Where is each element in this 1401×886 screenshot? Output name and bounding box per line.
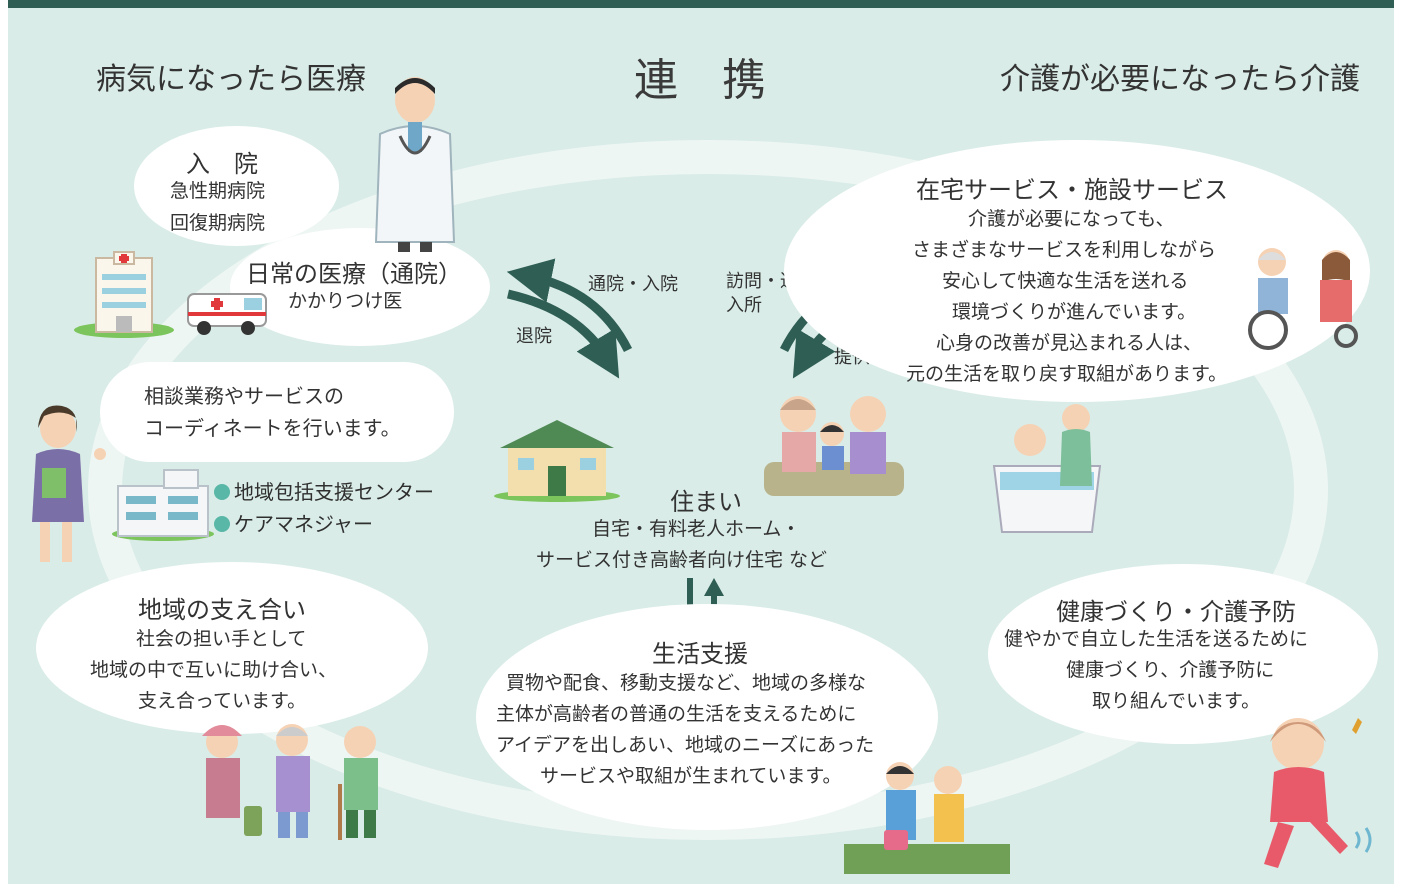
clinic-subtitle: かかりつけ医 — [288, 290, 403, 312]
elderly-neighbors-illustration — [202, 724, 378, 840]
teal-dot-icon — [214, 516, 230, 532]
clinic-title: 日常の医療（通院） — [246, 260, 462, 288]
care-line-1: 介護が必要になっても、 — [968, 208, 1175, 230]
care-line-6: 元の生活を取り戻す取組があります。 — [906, 363, 1228, 385]
hospital-line-2: 回復期病院 — [170, 212, 266, 234]
wheelchair-couple-illustration — [1248, 248, 1358, 350]
home-line-1: 自宅・有料老人ホーム・ — [592, 518, 801, 540]
teal-dot-icon — [214, 484, 230, 500]
life-line-1: 買物や配食、移動支援など、地域の多様な — [506, 672, 867, 694]
support-center-item: 地域包括支援センター — [214, 476, 434, 505]
discharge-label: 退院 — [516, 326, 552, 347]
care-line-2: さまざまなサービスを利用しながら — [912, 239, 1217, 261]
exercising-woman-illustration — [1264, 718, 1372, 868]
hospital-building-icon — [74, 251, 174, 338]
care-line-3: 安心して快適な生活を送れる — [942, 270, 1189, 292]
to-hospital-label: 通院・入院 — [588, 274, 678, 295]
life-support-bubble — [476, 604, 938, 830]
care-line-4: 環境づくりが進んでいます。 — [952, 301, 1197, 323]
house-icon — [494, 420, 620, 502]
doctor-illustration — [374, 77, 456, 252]
life-line-4: サービスや取組が生まれています。 — [540, 765, 842, 787]
discharge-arrow — [506, 289, 620, 379]
health-line-3: 取り組んでいます。 — [1092, 690, 1261, 712]
consult-line-2: コーディネートを行います。 — [144, 416, 401, 440]
home-line-2: サービス付き高齢者向け住宅 など — [536, 549, 828, 571]
hospital-arrow — [506, 258, 633, 353]
support-center-building-icon — [112, 469, 214, 541]
community-line-3: 支え合っています。 — [138, 690, 307, 712]
health-line-1: 健やかで自立した生活を送るために — [1004, 628, 1309, 650]
community-bubble — [36, 562, 428, 734]
community-line-2: 地域の中で互いに助け合い、 — [90, 659, 338, 681]
health-bubble — [988, 564, 1378, 744]
ambulance-icon — [187, 293, 267, 335]
home-title: 住まい — [670, 488, 742, 516]
care-heading: 介護が必要になったら介護 — [1000, 62, 1360, 97]
diagram-canvas: 病気になったら医療 連 携 介護が必要になったら介護 入 院 急性期病院 回復期… — [8, 0, 1394, 884]
consult-bubble — [100, 362, 454, 462]
bathing-care-illustration — [992, 404, 1102, 533]
hospital-line-1: 急性期病院 — [170, 180, 266, 202]
community-title: 地域の支え合い — [138, 596, 306, 624]
life-line-2: 主体が高齢者の普通の生活を支えるために — [496, 703, 857, 725]
hospital-title: 入 院 — [186, 150, 258, 178]
top-bar — [8, 0, 1394, 8]
collaboration-heading: 連 携 — [634, 55, 766, 106]
consult-line-1: 相談業務やサービスの — [144, 384, 344, 408]
support-center-label: 地域包括支援センター — [234, 480, 434, 504]
health-title: 健康づくり・介護予防 — [1056, 598, 1296, 626]
care-line-5: 心身の改善が見込まれる人は、 — [936, 332, 1203, 354]
care-manager-item: ケアマネジャー — [214, 508, 373, 537]
life-line-3: アイデアを出しあい、地域のニーズにあった — [496, 734, 875, 756]
medical-heading: 病気になったら医療 — [96, 62, 366, 97]
care-services-title: 在宅サービス・施設サービス — [916, 176, 1228, 204]
hospital-bubble — [134, 126, 339, 246]
community-line-1: 社会の担い手として — [136, 628, 307, 650]
care-manager-label: ケアマネジャー — [234, 512, 373, 536]
shopping-support-illustration — [844, 762, 1010, 874]
health-line-2: 健康づくり、介護予防に — [1066, 659, 1275, 681]
clinic-bubble — [230, 228, 490, 346]
life-support-title: 生活支援 — [652, 640, 748, 668]
family-on-sofa-illustration — [764, 396, 904, 496]
care-manager-illustration — [32, 405, 106, 562]
